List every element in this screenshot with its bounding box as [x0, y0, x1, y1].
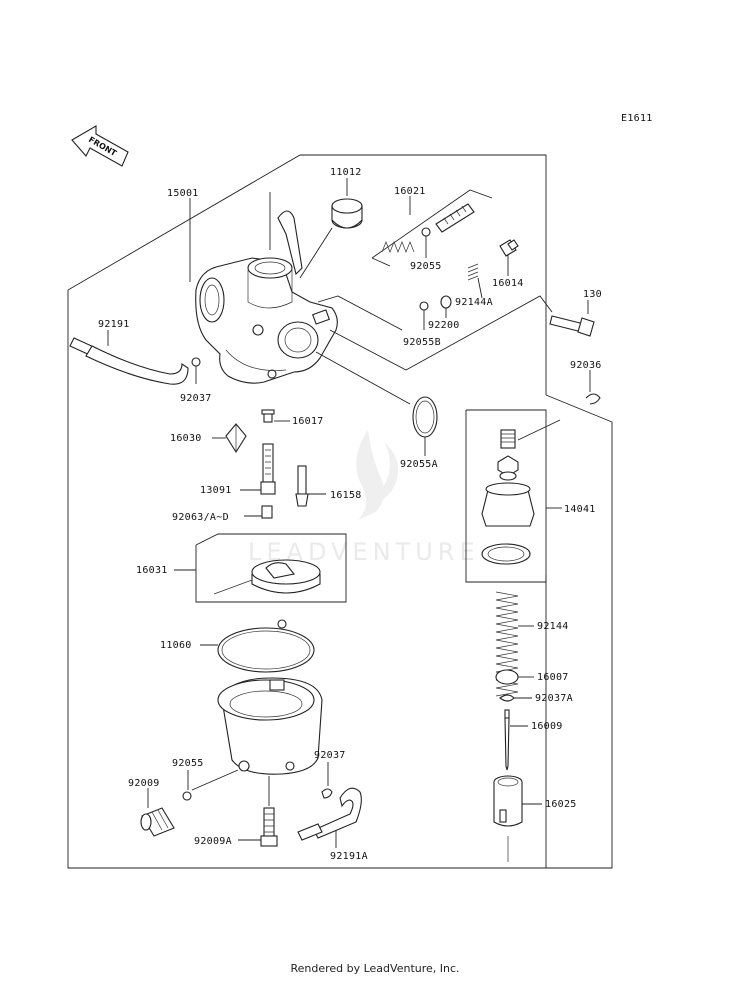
drain-screw-92009: [140, 807, 175, 837]
label-92144A: 92144A: [455, 297, 493, 308]
label-92037-bowl: 92037: [314, 750, 346, 761]
jet-16017: [261, 409, 275, 423]
throttle-valve-16025: [493, 775, 523, 862]
cap-11012: [331, 198, 363, 229]
bolt-130: [549, 315, 595, 337]
label-11012: 11012: [330, 167, 362, 178]
jet-needle-16009: [504, 709, 510, 771]
main-jet-92063: [261, 505, 273, 519]
label-92055B: 92055B: [403, 337, 441, 348]
label-15001: 15001: [167, 188, 199, 199]
label-92191: 92191: [98, 319, 130, 330]
label-92055-bowl: 92055: [172, 758, 204, 769]
oring-92055B: [419, 301, 429, 311]
label-92191A: 92191A: [330, 851, 368, 862]
screw-16014: [499, 239, 519, 257]
footer-credit: Rendered by LeadVenture, Inc.: [290, 962, 460, 975]
label-92055A: 92055A: [400, 459, 438, 470]
clamp-92037: [191, 357, 201, 367]
label-16021: 16021: [394, 186, 426, 197]
diagram-code: E1611: [621, 113, 653, 124]
assembly-outline: [67, 154, 613, 869]
label-16030: 16030: [170, 433, 202, 444]
label-92063: 92063/A~D: [172, 512, 229, 523]
front-arrow-icon: FRONT: [71, 125, 129, 167]
label-92200: 92200: [428, 320, 460, 331]
label-16031: 16031: [136, 565, 168, 576]
clip-92037A: [499, 694, 515, 702]
label-92055: 92055: [410, 261, 442, 272]
retainer-16007: [495, 669, 519, 685]
label-16025: 16025: [545, 799, 577, 810]
label-16014: 16014: [492, 278, 524, 289]
label-92009: 92009: [128, 778, 160, 789]
label-92144: 92144: [537, 621, 569, 632]
carburetor-body: [195, 210, 338, 384]
oring-92055: [421, 227, 431, 237]
float-16031: [195, 533, 347, 603]
watermark-logo: LEADVENTURE: [248, 430, 475, 566]
oring-92055-bowl: [182, 791, 192, 801]
part-labels: 15001 11012 16021 92055 16014 92144A 922…: [98, 167, 602, 862]
label-14041: 14041: [564, 504, 596, 515]
float-valve-16030: [225, 423, 247, 454]
gasket-11060: [217, 619, 315, 673]
cap-assembly-14041: [465, 409, 547, 583]
hose-92191: [69, 337, 189, 385]
label-130: 130: [583, 289, 602, 300]
label-11060: 11060: [160, 640, 192, 651]
label-16158: 16158: [330, 490, 362, 501]
spring-92144A: [467, 263, 479, 281]
pilot-jet-16158: [295, 465, 309, 507]
label-92037A: 92037A: [535, 693, 573, 704]
label-16017: 16017: [292, 416, 324, 427]
spring-16021: [381, 241, 415, 253]
hose-92191A: [297, 787, 362, 841]
clamp-92037-bowl: [321, 788, 333, 799]
circlip-92036: [585, 393, 601, 405]
pilot-screw-16021: [435, 203, 475, 233]
oring-92055A: [412, 396, 438, 438]
label-16007: 16007: [537, 672, 569, 683]
label-16009: 16009: [531, 721, 563, 732]
washer-92200: [440, 295, 452, 309]
needle-jet-13091: [260, 443, 276, 495]
float-bowl: [217, 677, 323, 775]
label-92009A: 92009A: [194, 836, 232, 847]
label-92036: 92036: [570, 360, 602, 371]
label-13091: 13091: [200, 485, 232, 496]
screw-92009A: [260, 807, 278, 847]
label-92037: 92037: [180, 393, 212, 404]
